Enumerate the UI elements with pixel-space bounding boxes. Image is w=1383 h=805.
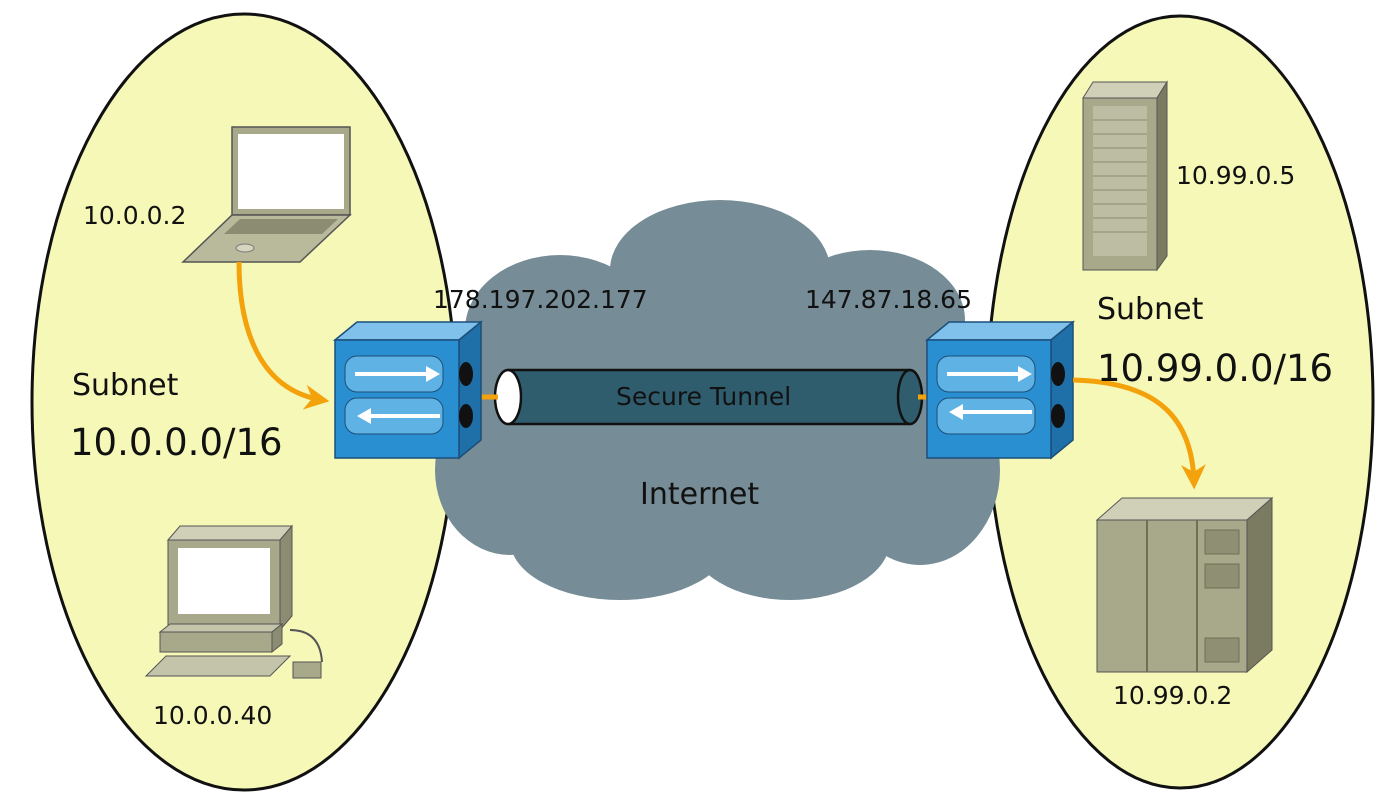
- right-subnet-title: Subnet: [1097, 292, 1204, 327]
- desktop-ip-label: 10.0.0.40: [153, 701, 273, 730]
- left-subnet-cidr: 10.0.0.0/16: [70, 421, 283, 464]
- plc-ip-label: 10.99.0.2: [1113, 681, 1233, 710]
- desktop-computer-icon: [144, 524, 323, 679]
- laptop-ip-label: 10.0.0.2: [83, 201, 187, 230]
- left-vpn-gateway-icon: [332, 320, 484, 460]
- secure-tunnel: [493, 368, 924, 426]
- right-subnet-cidr: 10.99.0.0/16: [1097, 347, 1334, 390]
- left-subnet-title: Subnet: [72, 368, 179, 403]
- laptop-icon: [181, 126, 352, 263]
- internet-label: Internet: [640, 477, 760, 512]
- right-gateway-ip-label: 147.87.18.65: [805, 285, 972, 314]
- right-vpn-gateway-icon: [924, 320, 1076, 460]
- server-icon: [1082, 80, 1168, 272]
- laptop-to-gateway-arrow: [236, 261, 330, 410]
- plc-cabinet-icon: [1095, 496, 1274, 674]
- tunnel-label: Secure Tunnel: [616, 382, 792, 411]
- server-ip-label: 10.99.0.5: [1176, 161, 1296, 190]
- gateway-to-plc-arrow: [1072, 377, 1206, 490]
- left-gateway-ip-label: 178.197.202.177: [433, 285, 648, 314]
